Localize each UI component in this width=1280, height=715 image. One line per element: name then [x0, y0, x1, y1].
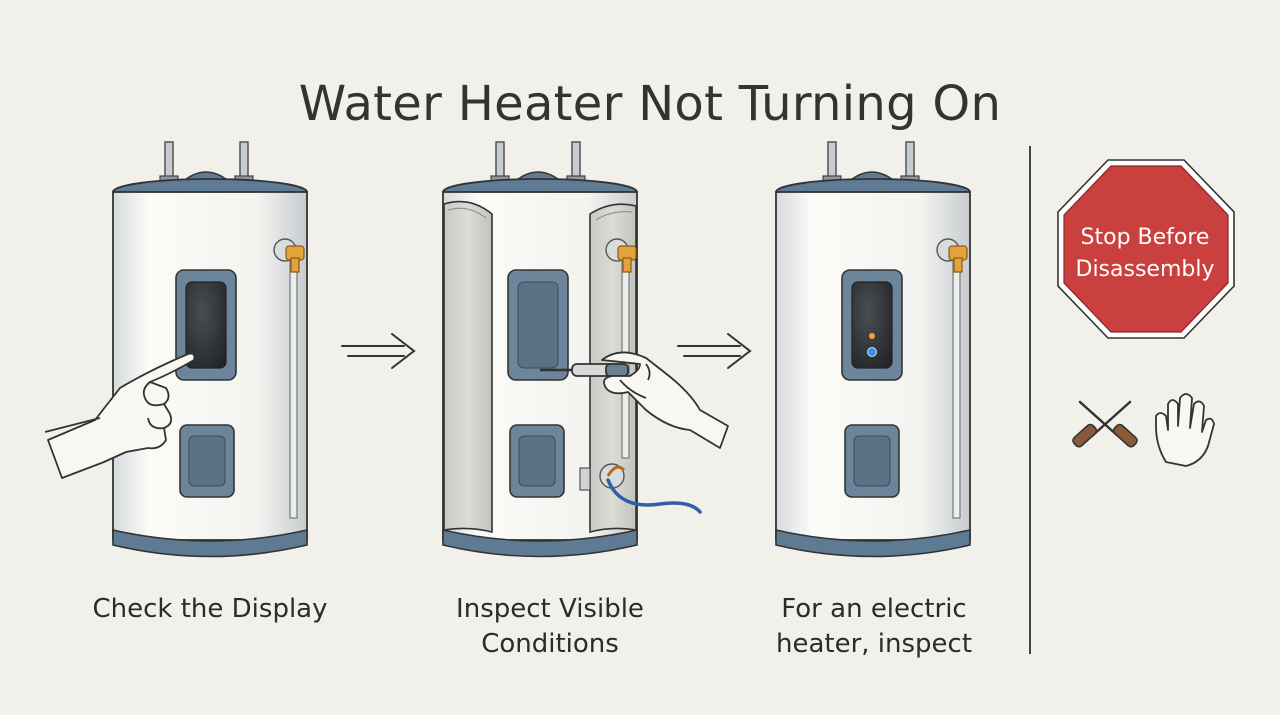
- pointing-hand-icon: [44, 352, 196, 479]
- step-1-caption: Check the Display: [92, 594, 328, 624]
- status-led-amber: [869, 333, 875, 339]
- step-2-caption: Inspect Visible Conditions: [456, 594, 644, 659]
- right-arrow-icon: [677, 333, 752, 369]
- water-heater-3: [775, 141, 971, 558]
- step-3-caption: For an electric heater, inspect: [775, 594, 973, 659]
- stop-sign-icon: [1057, 159, 1235, 339]
- inspection-probe-hand-icon: [540, 351, 729, 449]
- right-arrow-icon: [341, 333, 416, 369]
- water-heater-2: [442, 141, 702, 558]
- water-heater-1: [112, 141, 308, 558]
- stop-sign-label: Stop Before Disassembly: [1075, 225, 1215, 282]
- page-title: Water Heater Not Turning On: [298, 76, 1002, 133]
- status-led-blue: [867, 347, 877, 357]
- raised-hand-icon: [1155, 393, 1215, 467]
- crossed-screwdrivers-icon: [1072, 400, 1138, 448]
